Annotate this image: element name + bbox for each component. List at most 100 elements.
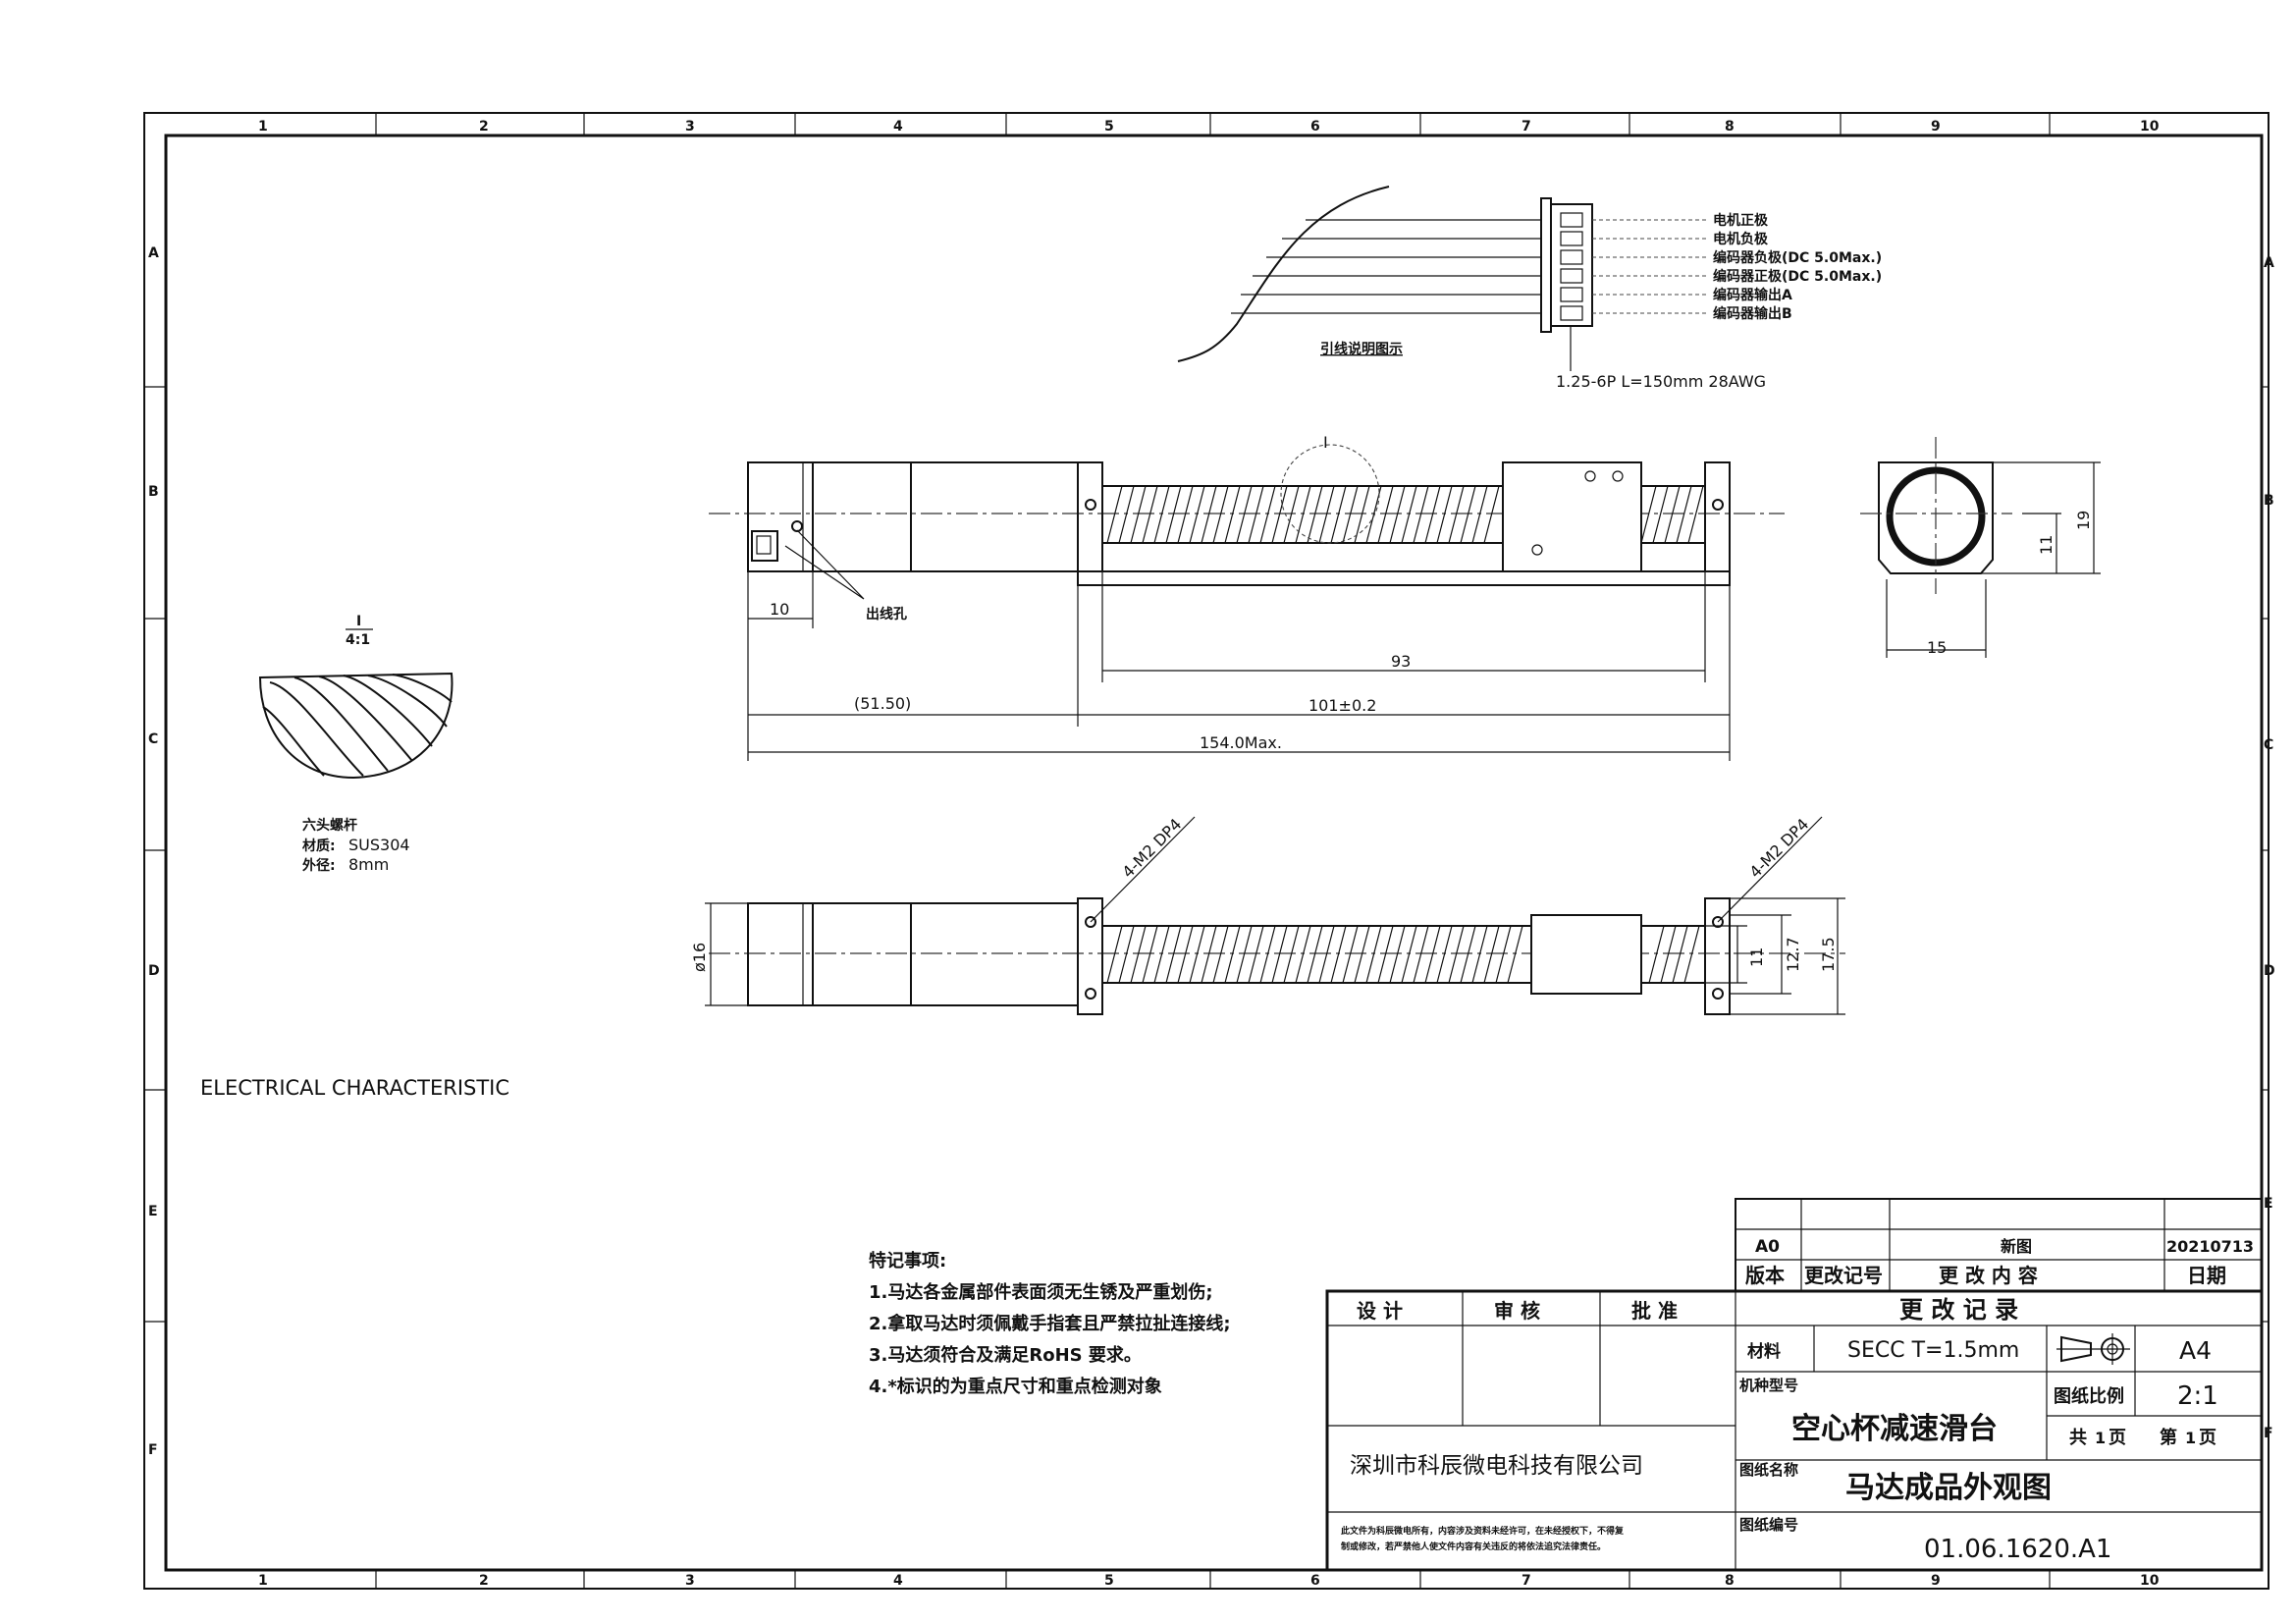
col-label-bottom: 8: [1725, 1573, 1735, 1589]
dim-10: 10: [770, 600, 789, 619]
row-label-left: E: [148, 1204, 158, 1219]
wire-label: 编码器正极(DC 5.0Max.): [1713, 268, 1882, 285]
detail-material-label: 材质:: [302, 838, 336, 854]
drawing-name-value: 马达成品外观图: [1845, 1471, 2052, 1505]
col-label-top: 10: [2140, 119, 2160, 135]
row-label-right: D: [2264, 963, 2275, 979]
wire-label: 编码器输出B: [1713, 305, 1792, 322]
header-date: 日期: [2187, 1264, 2226, 1287]
col-label-bottom: 2: [479, 1573, 489, 1589]
note-item: 1.马达各金属部件表面须无生锈及严重划伤;: [869, 1281, 1213, 1303]
row-label-left: B: [148, 484, 159, 500]
col-label-bottom: 1: [258, 1573, 268, 1589]
col-label-top: 7: [1522, 119, 1531, 135]
front-view: 4-M2 DP4 4-M2 DP4 ø16 11 12.7 17.5: [690, 815, 1845, 1015]
col-label-top: 9: [1931, 119, 1941, 135]
screw-detail: I 4:1 六头螺杆 材质: SUS304 外径: 8mm: [258, 614, 454, 874]
dim-dia16: ø16: [690, 943, 709, 972]
drawing-name-label: 图纸名称: [1739, 1461, 1798, 1479]
col-label-top: 3: [685, 119, 695, 135]
material-label: 材料: [1747, 1341, 1781, 1362]
dim-15: 15: [1927, 638, 1947, 657]
material-value: SECC T=1.5mm: [1847, 1338, 2019, 1363]
paper-size: A4: [2179, 1336, 2212, 1365]
detail-diameter-value: 8mm: [348, 855, 389, 874]
design-label: 设 计: [1357, 1299, 1403, 1323]
title-block: 设 计 审 核 批 准 更 改 记 录 深圳市科辰微电科技有限公司 此文件为科辰…: [1325, 1289, 2264, 1572]
svg-text:共: 共: [2069, 1428, 2087, 1448]
svg-text:第: 第: [2160, 1427, 2177, 1448]
scale-value: 2:1: [2177, 1381, 2218, 1411]
row-label-right: C: [2264, 737, 2273, 753]
dim-51-50: (51.50): [854, 694, 911, 713]
dim-101: 101±0.2: [1308, 696, 1376, 715]
wiring-caption: 引线说明图示: [1320, 341, 1403, 357]
row-label-left: D: [148, 963, 160, 979]
detail-title: I: [356, 614, 361, 629]
company-name: 深圳市科辰微电科技有限公司: [1350, 1453, 1643, 1479]
svg-text:页: 页: [2109, 1428, 2126, 1448]
notes: 特记事项: 1.马达各金属部件表面须无生锈及严重划伤; 2.拿取马达时须佩戴手指…: [869, 1250, 1231, 1397]
dim-17-5: 17.5: [1819, 937, 1838, 972]
wire-label: 电机负极: [1713, 231, 1769, 247]
dim-154: 154.0Max.: [1200, 733, 1282, 752]
disclaimer-line2: 制或修改，若严禁他人使文件内容有关违反的将依法追究法律责任。: [1341, 1541, 1606, 1552]
col-label-top: 2: [479, 119, 489, 135]
dim-12-7: 12.7: [1784, 937, 1802, 972]
projection-symbol-icon: [2056, 1333, 2130, 1365]
col-label-top: 4: [893, 119, 903, 135]
row-label-right: E: [2264, 1196, 2273, 1212]
svg-text:1: 1: [2095, 1429, 2106, 1447]
col-label-top: 8: [1725, 119, 1735, 135]
lead-screw-top: [1101, 485, 1706, 544]
header-change-no: 更改记号: [1804, 1264, 1883, 1287]
end-view: 15 11 19: [1860, 437, 2101, 658]
wiring-diagram: 电机正极 电机负极 编码器负极(DC 5.0Max.) 编码器正极(DC 5.0…: [1177, 186, 1882, 391]
note-item: 3.马达须符合及满足RoHS 要求。: [869, 1344, 1142, 1366]
revision-change-desc: 新图: [2001, 1237, 2032, 1256]
model-value: 空心杯减速滑台: [1791, 1412, 1998, 1446]
top-view: I 出线孔 10 93 (51.50) 101±0.2 154.0Max.: [709, 433, 1785, 761]
col-label-bottom: 6: [1310, 1573, 1320, 1589]
row-label-left: F: [148, 1442, 158, 1458]
header-version: 版本: [1745, 1264, 1785, 1287]
detail-name: 六头螺杆: [302, 817, 357, 834]
detail-scale: 4:1: [346, 632, 370, 648]
lead-screw-front: [1101, 925, 1706, 984]
col-label-top: 1: [258, 119, 268, 135]
row-label-right: F: [2264, 1426, 2273, 1441]
review-label: 审 核: [1494, 1299, 1540, 1323]
scale-label: 图纸比例: [2054, 1385, 2124, 1407]
revision-version: A0: [1755, 1237, 1780, 1257]
revision-block: A0 新图 20210713 版本 更改记号 更 改 内 容 日期: [1735, 1198, 2263, 1292]
detail-diameter-label: 外径:: [302, 857, 336, 874]
callout-right: 4-M2 DP4: [1745, 815, 1812, 882]
header-content: 更 改 内 容: [1939, 1264, 2038, 1287]
notes-title: 特记事项:: [869, 1250, 946, 1271]
col-label-bottom: 5: [1104, 1573, 1114, 1589]
row-label-left: C: [148, 731, 158, 747]
row-label-right: A: [2264, 255, 2274, 271]
wire-label: 电机正极: [1713, 212, 1769, 229]
dim-11: 11: [2037, 535, 2056, 555]
row-label-right: B: [2264, 493, 2274, 509]
note-item: 4.*标识的为重点尺寸和重点检测对象: [869, 1376, 1162, 1397]
disclaimer-line1: 此文件为科辰微电所有，内容涉及资料未经许可，在未经授权下，不得复: [1341, 1525, 1625, 1537]
dim-19: 19: [2074, 511, 2093, 530]
svg-text:1: 1: [2185, 1429, 2196, 1447]
drawing-frame: 1 2 3 4 5 6 7 8 9 10 1 2 3 4 5 6 7 8 9 1…: [143, 112, 2275, 1590]
col-label-top: 6: [1310, 119, 1320, 135]
detail-material-value: SUS304: [348, 836, 410, 854]
col-label-bottom: 4: [893, 1573, 903, 1589]
revision-date: 20210713: [2166, 1237, 2254, 1256]
col-label-bottom: 3: [685, 1573, 695, 1589]
note-item: 2.拿取马达时须佩戴手指套且严禁拉扯连接线;: [869, 1313, 1231, 1334]
model-label: 机种型号: [1739, 1377, 1798, 1394]
svg-text:页: 页: [2199, 1428, 2216, 1448]
callout-left: 4-M2 DP4: [1118, 815, 1185, 882]
approve-label: 批 准: [1631, 1299, 1678, 1323]
drawing-number-value: 01.06.1620.A1: [1924, 1535, 2111, 1564]
col-label-bottom: 9: [1931, 1573, 1941, 1589]
outlet-label: 出线孔: [866, 606, 907, 622]
